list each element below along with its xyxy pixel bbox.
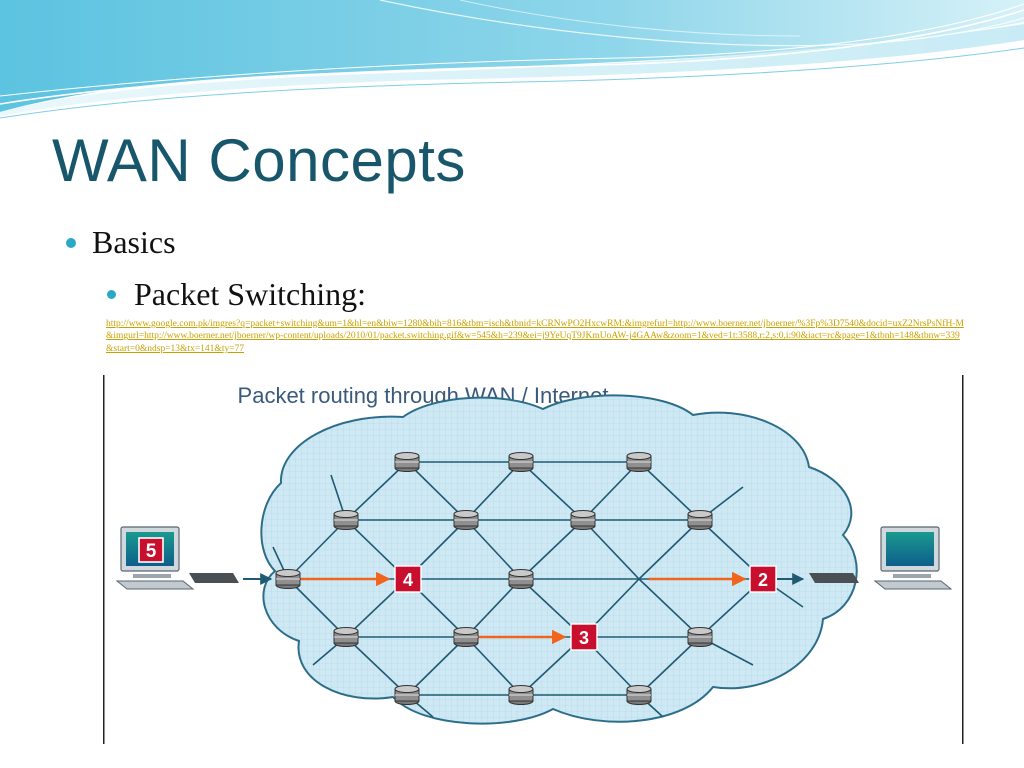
router-icon xyxy=(333,510,359,530)
frame-right xyxy=(962,375,964,744)
bullet-packet-switching: Packet Switching: xyxy=(107,276,366,313)
router-icon xyxy=(508,569,534,589)
monitor-stand xyxy=(893,574,931,578)
router-icon xyxy=(453,510,479,530)
packet-label-3: 3 xyxy=(579,628,589,648)
keyboard-icon xyxy=(873,580,953,590)
packet-2: 2 xyxy=(749,565,777,593)
router-icon xyxy=(508,685,534,705)
router-icon xyxy=(508,452,534,472)
slide-title: WAN Concepts xyxy=(52,127,466,194)
diagram-title: Packet routing through WAN / Internet xyxy=(238,383,609,408)
router-icon xyxy=(333,627,359,647)
source-link[interactable]: http://www.google.com.pk/imgres?q=packet… xyxy=(106,319,964,354)
bullet-text: Basics xyxy=(92,224,176,260)
packet-arrows xyxy=(243,571,805,645)
router-icon xyxy=(687,510,713,530)
keyboard-icon xyxy=(115,580,195,590)
packet-routing-diagram: Packet routing through WAN / Internet xyxy=(103,375,965,744)
source-computer: 5 xyxy=(115,526,195,590)
bullet-text: Packet Switching: xyxy=(134,276,366,312)
router-icon xyxy=(626,685,652,705)
bullet-icon xyxy=(107,290,116,299)
router-icon xyxy=(687,627,713,647)
packet-3: 3 xyxy=(570,623,598,651)
router-icon xyxy=(453,627,479,647)
packet-label-5: 5 xyxy=(146,541,157,562)
router-icon xyxy=(394,685,420,705)
router-icon xyxy=(626,452,652,472)
diagram-canvas: Packet routing through WAN / Internet xyxy=(103,375,964,744)
monitor-stand xyxy=(133,574,171,578)
modem-icon xyxy=(809,573,859,583)
bullet-basics: Basics xyxy=(66,224,176,261)
header-wave-decoration xyxy=(0,0,1024,119)
source-modem xyxy=(189,573,239,583)
packet-badge xyxy=(394,565,422,593)
network-cloud xyxy=(260,394,858,725)
monitor-screen xyxy=(886,532,934,566)
destination-modem xyxy=(809,573,859,583)
bullet-icon xyxy=(66,237,76,248)
packet-label-2: 2 xyxy=(758,570,768,590)
router-icon xyxy=(275,569,301,589)
router-icon xyxy=(394,452,420,472)
packet-badge xyxy=(749,565,777,593)
destination-computer xyxy=(873,526,953,590)
packet-badge xyxy=(570,623,598,651)
frame-left xyxy=(103,375,105,744)
packet-badge xyxy=(138,537,164,563)
router-group xyxy=(275,452,713,705)
packet-label-4: 4 xyxy=(403,570,413,590)
router-icon xyxy=(570,510,596,530)
packet-4: 4 xyxy=(394,565,422,593)
modem-icon xyxy=(189,573,239,583)
